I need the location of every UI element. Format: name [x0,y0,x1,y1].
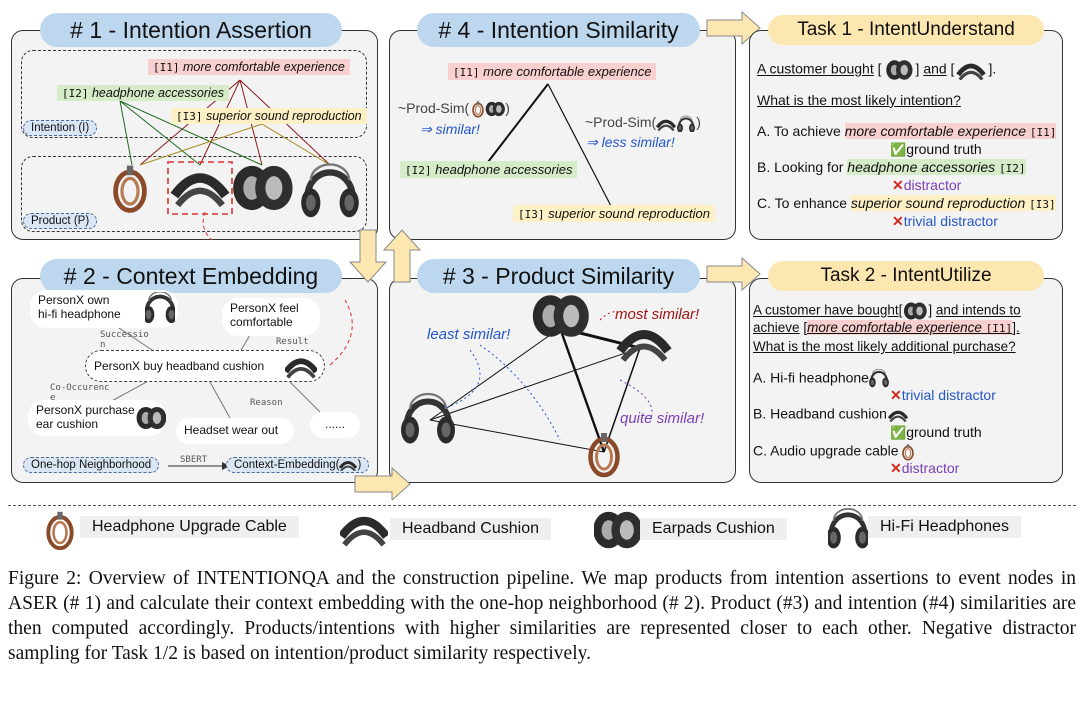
product-similarity-graph [0,295,740,490]
intention-similarity-triangle [487,83,613,209]
cable-icon [46,510,74,550]
panel-title-product-similarity: # 3 - Product Similarity [417,259,700,293]
task2-option-a: A. Hi-fi headphone [753,368,890,389]
product-group [21,156,367,232]
legend-cable: Headphone Upgrade Cable [80,516,299,538]
p4-i3-tag: [I3] superior sound reproduction [513,205,716,222]
task1-option-a: A. To achieve more comfortable experienc… [757,123,1057,139]
task2-question-line2: achieve [more comfortable experience [I1… [753,320,1020,335]
task1-option-b: B. Looking for headphone accessories [I2… [757,159,1026,175]
task2-question-line3: What is the most likely additional purch… [753,339,1016,354]
most-similar-label: most similar! [615,306,700,323]
panel-title-task1: Task 1 - IntentUnderstand [768,15,1044,45]
legend-earpads: Earpads Cushion [640,518,787,540]
one-hop-neighborhood-label: One-hop Neighborhood [23,457,160,473]
task1-trivial-distractor: ✕trivial distractor [892,213,998,229]
headband-icon [340,510,388,550]
node-feel-comfortable: PersonX feel comfortable [222,298,320,336]
node-buy-headband: PersonX buy headband cushion [85,350,325,382]
intention-layer-label: Intention (I) [23,120,98,136]
edge-succession: Successio n [100,330,149,350]
headphone-icon [828,508,868,550]
task2-option-c: C. Audio upgrade cable [753,442,917,462]
legend-headband: Headband Cushion [390,518,551,540]
task2-ground-truth: ✅ground truth [890,424,982,440]
prod-sim-b: ~Prod-Sim() [585,114,701,134]
legend-divider [8,505,1076,506]
product-layer-label: Product (P) [23,213,98,229]
quite-similar-label: quite similar! [620,410,705,427]
node-headset-wear: Headset wear out [176,418,294,444]
p4-i2-tag: [I2] headphone accessories [400,161,578,178]
edge-reason: Reason [250,398,283,408]
task2-trivial-distractor: ✕trivial distractor [890,387,996,403]
panel-title-task2: Task 2 - IntentUtilize [768,261,1044,291]
edge-result: Result [276,337,309,347]
panel-title-context-embedding: # 2 - Context Embedding [40,259,342,293]
figure-caption: Figure 2: Overview of INTENTIONQA and th… [8,568,1076,664]
sbert-label: SBERT [180,455,208,465]
legend-headphones: Hi-Fi Headphones [868,516,1021,538]
intention-i3-tag: [I3] superior sound reproduction [171,108,367,124]
intention-i2-tag: [I2] headphone accessories [57,85,230,101]
least-similar-label: least similar! [427,326,511,343]
task2-question-line1: A customer have bought[] and intends to [753,302,1021,320]
node-more: ...... [310,412,360,438]
product-icons-row [100,158,360,218]
prod-sim-a: ~Prod-Sim() [398,100,510,118]
flow-arrows [348,10,761,500]
task1-distractor: ✕distractor [892,177,962,193]
task1-question-line2: What is the most likely intention? [757,92,961,108]
p4-i1-tag: [I1] more comfortable experience [448,63,657,80]
panel-title-intention-similarity: # 4 - Intention Similarity [417,13,700,47]
edge-cooccurrence: Co-Occurenc e [50,383,110,403]
task1-option-c: C. To enhance superior sound reproductio… [757,195,1056,211]
task1-question-line1: A customer bought [] and []. [757,60,996,80]
less-similar-label: ⇒ less similar! [586,134,675,150]
intention-group [21,50,367,138]
task1-ground-truth: ✅ground truth [890,141,982,157]
context-embedding-label: Context-Embedding() [226,457,370,474]
task2-option-b: B. Headband cushion [753,405,909,425]
earpads-icon [594,511,640,549]
panel-title-intention-assertion: # 1 - Intention Assertion [40,13,342,47]
task2-distractor: ✕distractor [890,460,960,476]
intention-i1-tag: [I1] more comfortable experience [148,59,350,75]
similar-label: ⇒ similar! [420,121,480,137]
